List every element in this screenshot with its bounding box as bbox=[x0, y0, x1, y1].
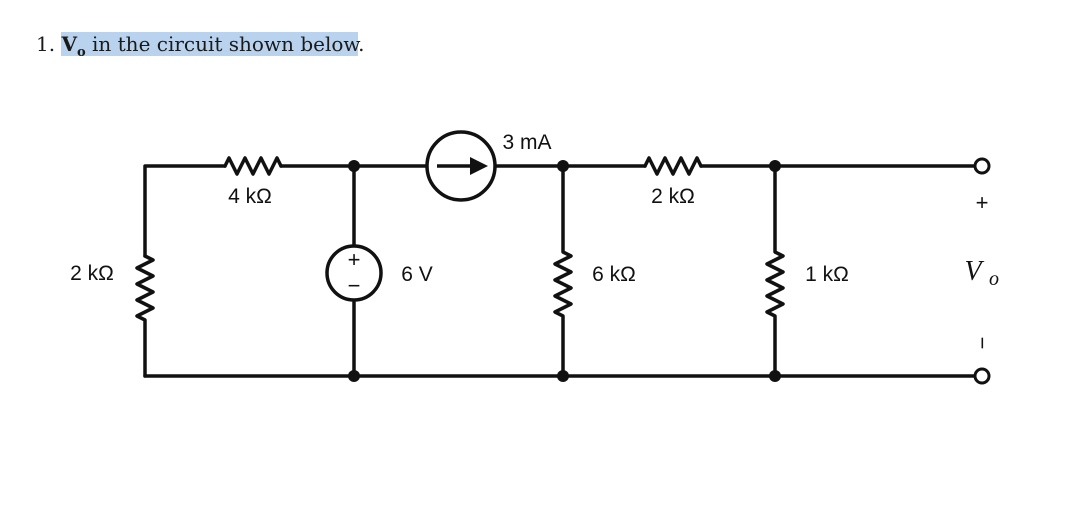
voltage-source-circle bbox=[325, 244, 383, 302]
question-body: in the circuit shown below bbox=[85, 32, 359, 56]
resistor-2k-top bbox=[643, 156, 703, 176]
output-v-subscript: o bbox=[989, 268, 999, 290]
label-r-4k: 4 kΩ bbox=[228, 185, 272, 208]
junction-dot bbox=[348, 160, 360, 172]
resistor-1k bbox=[765, 164, 785, 378]
label-i-source: 3 mA bbox=[502, 131, 551, 154]
resistor-6k bbox=[553, 164, 573, 378]
output-terminal-top bbox=[973, 157, 991, 175]
label-r-2k-left: 2 kΩ bbox=[70, 262, 114, 285]
junction-dot bbox=[557, 160, 569, 172]
junction-dot bbox=[769, 370, 781, 382]
junction-dot bbox=[557, 370, 569, 382]
question-v-symbol: V bbox=[61, 32, 77, 56]
question-number: 1. bbox=[36, 32, 56, 56]
voltage-source-minus: − bbox=[348, 273, 361, 298]
output-minus-sign: − bbox=[970, 337, 995, 350]
question-text: 1. Vo in the circuit shown below. bbox=[36, 32, 365, 60]
label-v-source: 6 V bbox=[401, 263, 433, 286]
label-r-2k-top: 2 kΩ bbox=[651, 185, 695, 208]
question-v-subscript: o bbox=[76, 45, 86, 60]
junction-dots bbox=[348, 160, 781, 382]
question-highlight: Vo in the circuit shown below bbox=[61, 32, 359, 60]
resistor-2k-left bbox=[135, 254, 155, 378]
question-period: . bbox=[358, 32, 365, 56]
voltage-source-plus: + bbox=[348, 247, 361, 272]
voltage-source-6v: + − bbox=[325, 244, 383, 302]
resistor-4k bbox=[223, 156, 283, 176]
current-arrow-head bbox=[470, 157, 488, 175]
wire-top-left bbox=[143, 164, 227, 258]
output-terminal-bottom bbox=[973, 367, 991, 385]
output-plus-sign: + bbox=[976, 190, 989, 215]
junction-dot bbox=[348, 370, 360, 382]
current-source-3ma bbox=[425, 130, 497, 202]
label-r-1k: 1 kΩ bbox=[805, 263, 849, 286]
junction-dot bbox=[769, 160, 781, 172]
label-r-6k: 6 kΩ bbox=[592, 263, 636, 286]
output-v-label: V bbox=[964, 256, 984, 287]
